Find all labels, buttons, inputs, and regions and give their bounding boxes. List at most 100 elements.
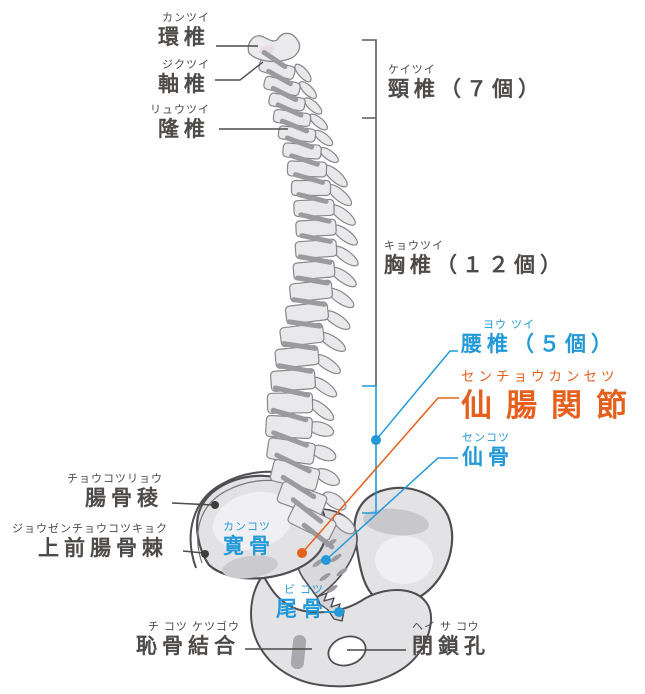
lumbar-leader-line (375, 350, 458, 441)
vertebra-body (284, 301, 330, 325)
iliac-crest-inner-line (197, 479, 289, 564)
intervertebral-disc (289, 153, 320, 167)
intervertebral-disc (290, 497, 324, 524)
sacrum-leader-line (325, 457, 458, 561)
intervertebral-disc (272, 385, 311, 398)
asis-leader-line (182, 550, 204, 554)
label-text: 頸椎（７個） (388, 77, 544, 101)
sacral-foramen (312, 558, 324, 568)
spinous-process (322, 491, 347, 511)
pubic-symphysis-shape (290, 635, 307, 670)
intervertebral-disc (281, 341, 318, 351)
sacral-foramen (319, 572, 331, 582)
furigana: ケイツイ (388, 64, 436, 76)
sacroiliac-dot (297, 548, 307, 558)
furigana: チョウコツリョウ (67, 473, 163, 485)
label-thoracic: キョウツイ 胸椎（１２個） (384, 240, 566, 277)
furigana: ヨウ ツイ (483, 319, 536, 331)
sacroiliac-leader-line (301, 397, 459, 554)
sacrum-dot (321, 555, 331, 565)
intervertebral-disc (286, 319, 323, 329)
vertebra-body (287, 503, 337, 541)
right-ilium-shading (363, 508, 429, 536)
label-atlas: カンツイ 環椎 (158, 12, 210, 49)
label-text: 腰椎（５個） (461, 332, 617, 356)
intervertebral-disc (266, 68, 293, 87)
label-text: 尾骨 (276, 597, 328, 621)
label-text: 環椎 (158, 25, 210, 49)
furigana: チ コツ ケツゴウ (147, 621, 240, 633)
lumbar-dot (371, 435, 381, 445)
intervertebral-disc (275, 102, 304, 118)
spinous-process (294, 63, 312, 83)
label-text: 上前腸骨棘 (38, 536, 168, 560)
intervertebral-disc (291, 297, 327, 307)
bracket-lumbar (362, 385, 377, 514)
label-text: 隆椎 (158, 117, 210, 141)
label-text: 軸椎 (158, 72, 210, 96)
label-coccyx: ビ コツ 尾骨 (276, 584, 328, 621)
left-ilium-highlight (212, 491, 294, 551)
intervertebral-disc (271, 430, 309, 448)
label-hip-bone: カンコツ 寛骨 (223, 521, 275, 558)
label-sacrum: センコツ 仙骨 (462, 432, 514, 469)
furigana: カンツイ (162, 12, 210, 24)
label-pubic-symphysis: チ コツ ケツゴウ 恥骨結合 (136, 621, 240, 658)
label-lumbar: ヨウ ツイ 腰椎（５個） (461, 319, 617, 356)
label-obturator-foramen: ヘイ サ コウ 閉鎖孔 (412, 621, 490, 658)
sacral-foramen (330, 553, 342, 563)
furigana: センコツ (462, 432, 510, 444)
intervertebral-disc (293, 172, 325, 185)
label-text: 閉鎖孔 (412, 634, 490, 658)
label-text: 腸骨稜 (85, 486, 163, 510)
intervertebral-disc (261, 49, 288, 70)
intervertebral-disc (279, 118, 310, 134)
furigana: カンコツ (223, 521, 271, 533)
iliac-crest-dot (211, 501, 219, 509)
label-text: 寛骨 (223, 534, 275, 558)
label-prominens: リュウツイ 隆椎 (150, 104, 210, 141)
label-text: 仙骨 (462, 445, 514, 469)
label-text: 恥骨結合 (136, 634, 240, 658)
furigana: ジョウゼンチョウコツキョク (12, 523, 168, 535)
intervertebral-disc (301, 522, 335, 550)
intervertebral-disc (274, 452, 312, 474)
spine-illustration (189, 32, 454, 688)
intervertebral-disc (299, 233, 333, 244)
intervertebral-disc (297, 254, 333, 265)
label-iliac-crest: チョウコツリョウ 腸骨稜 (67, 473, 163, 510)
intervertebral-disc (270, 407, 309, 423)
intervertebral-disc (298, 212, 332, 224)
sacral-foramen (326, 584, 338, 594)
coccyx-dot (334, 607, 344, 617)
furigana: ヘイ サ コウ (412, 621, 480, 633)
intervertebral-disc (296, 192, 329, 204)
label-text: 仙腸関節 (461, 387, 641, 423)
right-ilium-highlight (375, 536, 433, 584)
leader-lines (171, 39, 459, 651)
furigana: ジクツイ (162, 59, 210, 71)
intervertebral-disc (280, 474, 317, 500)
iliac-crest-leader-line (171, 502, 215, 506)
furigana: センチョウカンセツ (461, 369, 619, 384)
sacral-foramen (336, 567, 348, 577)
left-ilium-shading (222, 555, 278, 579)
label-text: 胸椎（１２個） (384, 253, 566, 277)
label-axis: ジクツイ 軸椎 (158, 59, 210, 96)
bracket-cervical-thoracic (362, 39, 377, 386)
label-sacroiliac-joint: センチョウカンセツ 仙腸関節 (461, 369, 641, 422)
intervertebral-disc (295, 275, 330, 286)
obturator-foramen-shape (327, 635, 367, 667)
iliac-crest-outer-line (189, 470, 293, 569)
intervertebral-disc (270, 85, 299, 103)
axis-leader-line (215, 61, 264, 81)
furigana: キョウツイ (384, 240, 444, 252)
spinous-process (298, 80, 318, 100)
furigana: ビ コツ (284, 584, 325, 596)
intervertebral-disc (276, 363, 314, 374)
asis-dot (201, 550, 209, 558)
label-cervical: ケイツイ 頸椎（７個） (388, 64, 544, 101)
label-asis: ジョウゼンチョウコツキョク 上前腸骨棘 (12, 523, 168, 560)
